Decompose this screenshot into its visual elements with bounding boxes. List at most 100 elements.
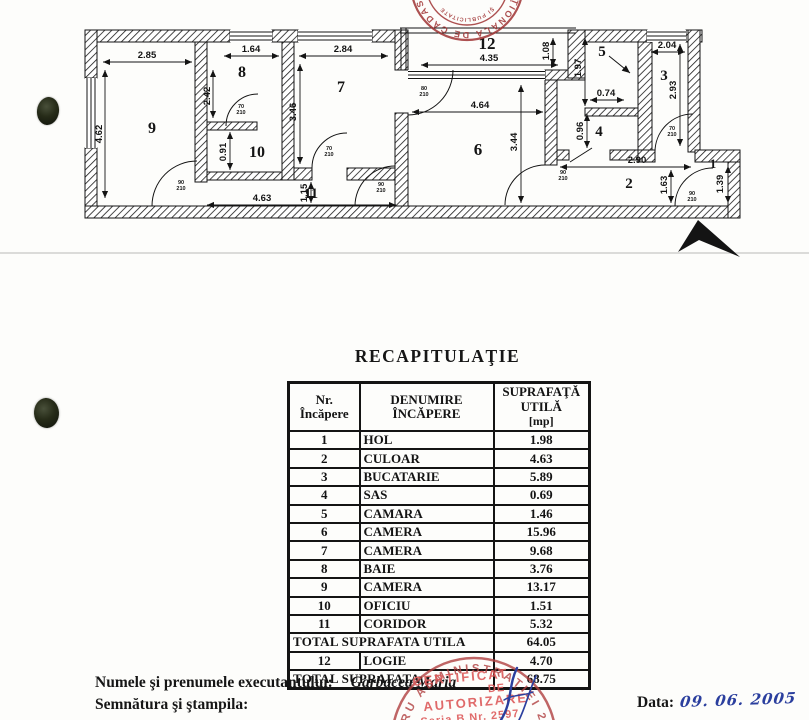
door-arc-room1 (674, 167, 714, 207)
door-arc-room3 (654, 113, 694, 153)
dim-room9-w: 2.85 (138, 50, 157, 61)
header-suprafata-unit: [mp] (528, 414, 554, 429)
door-arc-room8 (225, 93, 259, 127)
row-area: 1.46 (492, 503, 591, 524)
room-label-11: 11 (304, 186, 318, 202)
dim-room11-w: 4.63 (253, 193, 272, 204)
top-round-stamp: ŢIONALĂ DE CADAS ŞI PUBLICITATE (412, 0, 522, 42)
scan-divider-line (0, 252, 809, 254)
row-nr: 7 (287, 540, 361, 561)
handwritten-date: 09. 06. 2005 (679, 688, 798, 712)
door-label-w: 70 (326, 146, 332, 152)
row-nr: 11 (287, 613, 361, 635)
door-label-w: 90 (560, 170, 566, 176)
date-label: Data: (637, 694, 675, 711)
door-label-h: 210 (176, 186, 185, 192)
svg-text:ŢIONALĂ DE CADAS: ŢIONALĂ DE CADAS (414, 0, 521, 40)
row-name: SAS (358, 485, 495, 506)
dim-room7-h: 3.46 (288, 103, 299, 122)
room-label-12: 12 (479, 34, 496, 53)
row-nr: 4 (287, 485, 361, 506)
top-stamp-inner-text: ŞI PUBLICITATE (439, 6, 494, 23)
svg-text:ŞI PUBLICITATE: ŞI PUBLICITATE (439, 6, 495, 23)
door-label-h: 210 (687, 197, 696, 203)
row-name: CAMARA (358, 503, 495, 524)
row-name: LOGIE (358, 650, 495, 672)
room-label-5: 5 (598, 44, 606, 60)
total-utila-value: 64.05 (492, 632, 591, 653)
dimension-labels: 2.85 4.62 1.64 2.42 0.91 2.84 3.46 4.63 … (94, 40, 726, 204)
dim-room5-h: 1.97 (573, 59, 584, 78)
header-nr-line2: Încăpere (299, 406, 349, 421)
dim-room9-h: 4.62 (94, 125, 105, 144)
certificate-line3: AUTORIZARE (423, 690, 529, 714)
executant-name: Garbacea Maria (350, 674, 457, 691)
dim-room12-w: 4.35 (480, 53, 499, 64)
plan-windows (85, 27, 686, 148)
row-area: 1.98 (492, 429, 591, 451)
row-area: 1.51 (492, 595, 591, 616)
dim-room6-w: 4.64 (471, 100, 490, 111)
room-label-10: 10 (249, 144, 265, 161)
row-name: CAMERA (358, 540, 495, 561)
row-area: 5.89 (492, 466, 591, 488)
room-label-4: 4 (595, 124, 603, 140)
top-stamp-arc-text: ŢIONALĂ DE CADAS (414, 0, 519, 40)
row-nr: 8 (287, 558, 361, 580)
dim-room3-w: 2.04 (658, 40, 677, 51)
row-name: CAMERA (358, 577, 495, 598)
row-name: CAMERA (358, 521, 495, 543)
room-label-1: 1 (710, 156, 717, 171)
header-suprafata-line2: UTILĂ (520, 398, 562, 414)
row-area: 4.70 (492, 650, 591, 672)
row-name: BAIE (358, 558, 495, 580)
door-label-w: 90 (178, 180, 184, 186)
door-label-w: 70 (238, 104, 244, 110)
header-nr: Nr.Încăpere (287, 381, 361, 432)
dim-sas-w: 0.74 (597, 88, 616, 99)
dim-room8-h: 2.42 (202, 87, 213, 106)
row-name: OFICIU (358, 595, 495, 616)
dim-room6-h: 3.44 (509, 132, 520, 151)
row-nr: 3 (287, 466, 361, 488)
door-label-w: 80 (421, 86, 427, 92)
door-label-w: 90 (378, 182, 384, 188)
door-arc-room6-right (504, 164, 546, 206)
row-nr: 1 (287, 429, 361, 451)
row-nr: 9 (287, 577, 361, 598)
row-area: 5.32 (492, 613, 591, 635)
row-area: 4.63 (492, 448, 591, 469)
total-utila-label: TOTAL SUPRAFATA UTILA (287, 632, 495, 653)
room-label-9: 9 (148, 120, 156, 137)
door-label-w: 90 (689, 191, 695, 197)
door-label-h: 210 (558, 176, 567, 182)
room-numbers: 9 8 10 11 7 12 6 5 3 4 2 1 (148, 34, 716, 202)
door-arc-room6 (407, 69, 454, 116)
dimension-lines (101, 38, 732, 209)
room-label-8: 8 (238, 64, 246, 81)
header-suprafata-line1: SUPRAFAŢĂ (502, 384, 581, 400)
door-label-w: 70 (669, 126, 675, 132)
door-arc-room7 (311, 132, 348, 169)
row-nr: 5 (287, 503, 361, 524)
executant-label: Numele şi prenumele executantului: (95, 674, 333, 691)
certificate-line4: Seria B Nr. 2597 (420, 708, 520, 720)
header-nr-line1: Nr. (315, 391, 333, 407)
dim-room10-h: 0.91 (218, 142, 229, 161)
door-leaf (569, 147, 593, 163)
room-label-3: 3 (660, 68, 668, 84)
